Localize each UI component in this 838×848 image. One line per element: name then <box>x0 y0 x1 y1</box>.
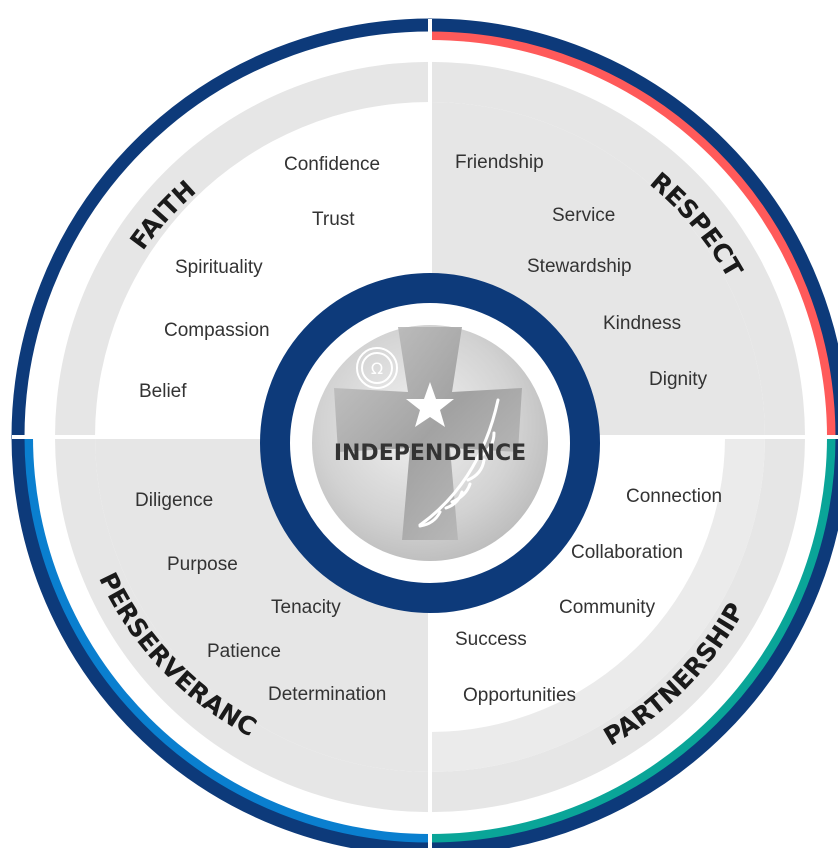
svg-text:Ω: Ω <box>371 359 383 378</box>
partnership-word: Collaboration <box>571 542 683 563</box>
partnership-word: Success <box>455 629 527 650</box>
perserverance-word: Determination <box>268 684 386 705</box>
faith-word: Compassion <box>164 320 270 341</box>
perserverance-word: Patience <box>207 641 281 662</box>
partnership-word: Connection <box>626 486 722 507</box>
olive-branch-icon <box>418 398 500 528</box>
respect-word: Friendship <box>455 152 544 173</box>
perserverance-word: Diligence <box>135 490 213 511</box>
faith-word: Spirituality <box>175 257 263 278</box>
partnership-word: Opportunities <box>463 685 576 706</box>
faith-word: Confidence <box>284 154 380 175</box>
respect-word: Stewardship <box>527 256 632 277</box>
respect-word: Service <box>552 205 615 226</box>
cross-emblem-icon <box>334 327 522 540</box>
partnership-word: Community <box>559 597 656 618</box>
perserverance-word: Tenacity <box>271 597 341 618</box>
faith-word: Belief <box>139 381 187 402</box>
perserverance-word: Purpose <box>167 554 238 575</box>
center-label: INDEPENDENCE <box>334 441 526 466</box>
omega-badge-icon: Ω <box>356 347 398 389</box>
respect-word: Dignity <box>649 369 708 390</box>
faith-word: Trust <box>312 209 355 230</box>
respect-word: Kindness <box>603 313 681 334</box>
star-icon <box>406 382 454 427</box>
